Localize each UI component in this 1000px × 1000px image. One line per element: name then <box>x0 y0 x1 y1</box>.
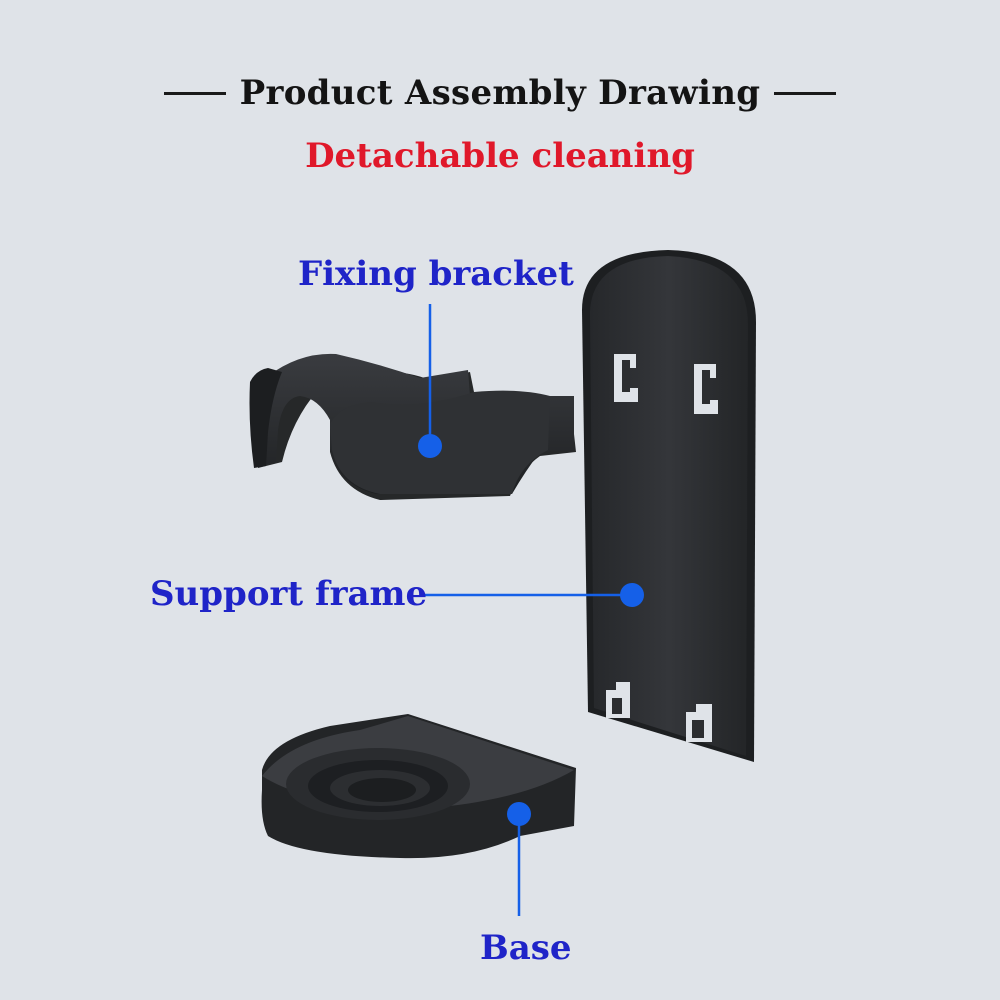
label-fixing-bracket: Fixing bracket <box>298 254 574 294</box>
title-row: Product Assembly Drawing <box>0 68 1000 118</box>
callout-dot-fixing-bracket <box>418 434 442 458</box>
label-support-frame: Support frame <box>150 574 428 614</box>
callout-dot-base <box>507 802 531 826</box>
support-frame-part <box>582 250 756 762</box>
page-subtitle: Detachable cleaning <box>305 136 695 176</box>
fixing-bracket-part <box>249 353 576 500</box>
base-part <box>261 714 576 859</box>
title-rule-left <box>163 91 226 95</box>
title-rule-right <box>774 91 837 95</box>
callout-dot-support-frame <box>620 583 644 607</box>
label-base: Base <box>480 928 572 968</box>
page-title: Product Assembly Drawing <box>239 73 761 113</box>
